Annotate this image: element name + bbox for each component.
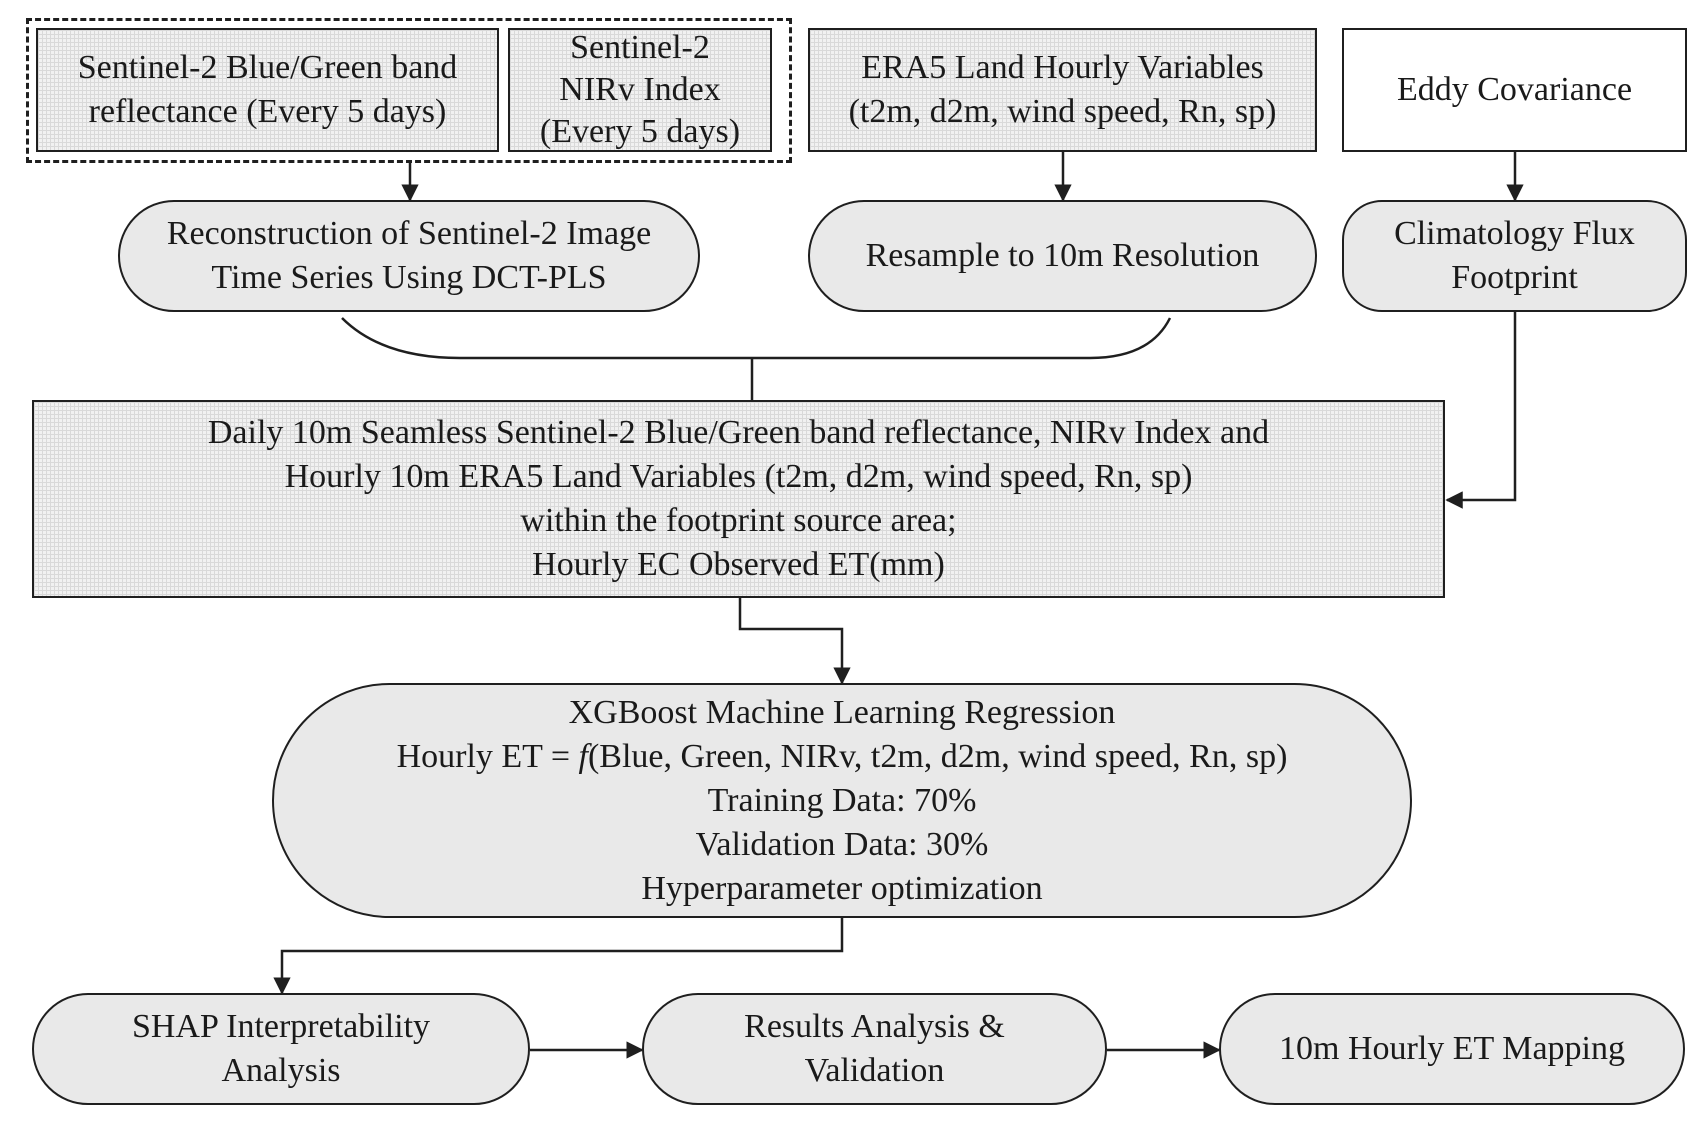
node-daily-line-2: Hourly 10m ERA5 Land Variables (t2m, d2m… bbox=[284, 458, 1193, 495]
xgboost-hyperparameter: Hyperparameter optimization bbox=[641, 869, 1043, 907]
node-reconstruction: Reconstruction of Sentinel-2 Image Time … bbox=[118, 200, 700, 312]
node-s2-reflectance: Sentinel-2 Blue/Green band reflectance (… bbox=[36, 28, 499, 152]
node-s2-reflectance-line-1: Sentinel-2 Blue/Green band bbox=[77, 49, 458, 86]
node-eddy-covariance: Eddy Covariance bbox=[1342, 28, 1687, 152]
arrow-footprint-to-daily bbox=[1445, 312, 1517, 509]
node-shap-line-1: SHAP Interpretability bbox=[131, 1008, 431, 1045]
node-mapping: 10m Hourly ET Mapping bbox=[1219, 993, 1685, 1105]
arrow-daily-to-xgboost bbox=[738, 598, 851, 685]
node-footprint: Climatology Flux Footprint bbox=[1342, 200, 1687, 312]
arrow-xgboost-to-shap bbox=[273, 918, 844, 995]
node-resample: Resample to 10m Resolution bbox=[808, 200, 1317, 312]
node-s2-nirv: Sentinel-2 NIRv Index (Every 5 days) bbox=[508, 28, 772, 152]
merge-brace bbox=[341, 317, 1172, 360]
xgboost-title: XGBoost Machine Learning Regression bbox=[568, 693, 1116, 731]
node-daily-dataset: Daily 10m Seamless Sentinel-2 Blue/Green… bbox=[32, 400, 1445, 598]
node-daily-line-1: Daily 10m Seamless Sentinel-2 Blue/Green… bbox=[207, 414, 1270, 451]
node-resample-line-1: Resample to 10m Resolution bbox=[865, 237, 1260, 274]
node-era5-line-2: (t2m, d2m, wind speed, Rn, sp) bbox=[848, 93, 1277, 130]
node-results: Results Analysis & Validation bbox=[642, 993, 1107, 1105]
node-daily-line-3: within the footprint source area; bbox=[520, 502, 957, 539]
node-daily-line-4: Hourly EC Observed ET(mm) bbox=[532, 546, 945, 583]
node-shap-line-2: Analysis bbox=[221, 1052, 341, 1089]
node-reconstruction-line-2: Time Series Using DCT-PLS bbox=[211, 259, 607, 296]
node-shap: SHAP Interpretability Analysis bbox=[32, 993, 530, 1105]
node-footprint-line-1: Climatology Flux bbox=[1394, 215, 1635, 252]
node-mapping-line-1: 10m Hourly ET Mapping bbox=[1279, 1030, 1625, 1067]
node-s2-reflectance-line-2: reflectance (Every 5 days) bbox=[88, 93, 447, 130]
node-xgboost: XGBoost Machine Learning Regression Hour… bbox=[272, 683, 1412, 918]
xgboost-formula-prefix: Hourly ET = bbox=[396, 737, 579, 775]
node-s2-nirv-line-3: (Every 5 days) bbox=[539, 113, 741, 150]
sentinel-inputs-group bbox=[26, 18, 792, 163]
node-footprint-line-2: Footprint bbox=[1451, 259, 1578, 296]
node-era5-line-1: ERA5 Land Hourly Variables bbox=[861, 49, 1264, 86]
node-era5: ERA5 Land Hourly Variables (t2m, d2m, wi… bbox=[808, 28, 1317, 152]
xgboost-formula-f: f bbox=[578, 737, 588, 775]
node-reconstruction-line-1: Reconstruction of Sentinel-2 Image bbox=[166, 215, 652, 252]
node-results-line-1: Results Analysis & bbox=[744, 1008, 1005, 1045]
xgboost-formula: Hourly ET = f(Blue, Green, NIRv, t2m, d2… bbox=[397, 735, 1288, 779]
node-s2-nirv-line-1: Sentinel-2 bbox=[570, 29, 710, 66]
node-eddy-line-1: Eddy Covariance bbox=[1396, 71, 1633, 108]
xgboost-validation: Validation Data: 30% bbox=[695, 825, 989, 863]
xgboost-training: Training Data: 70% bbox=[707, 781, 977, 819]
node-s2-nirv-line-2: NIRv Index bbox=[559, 71, 721, 108]
xgboost-formula-suffix: (Blue, Green, NIRv, t2m, d2m, wind speed… bbox=[587, 737, 1288, 775]
node-results-line-2: Validation bbox=[804, 1052, 945, 1089]
